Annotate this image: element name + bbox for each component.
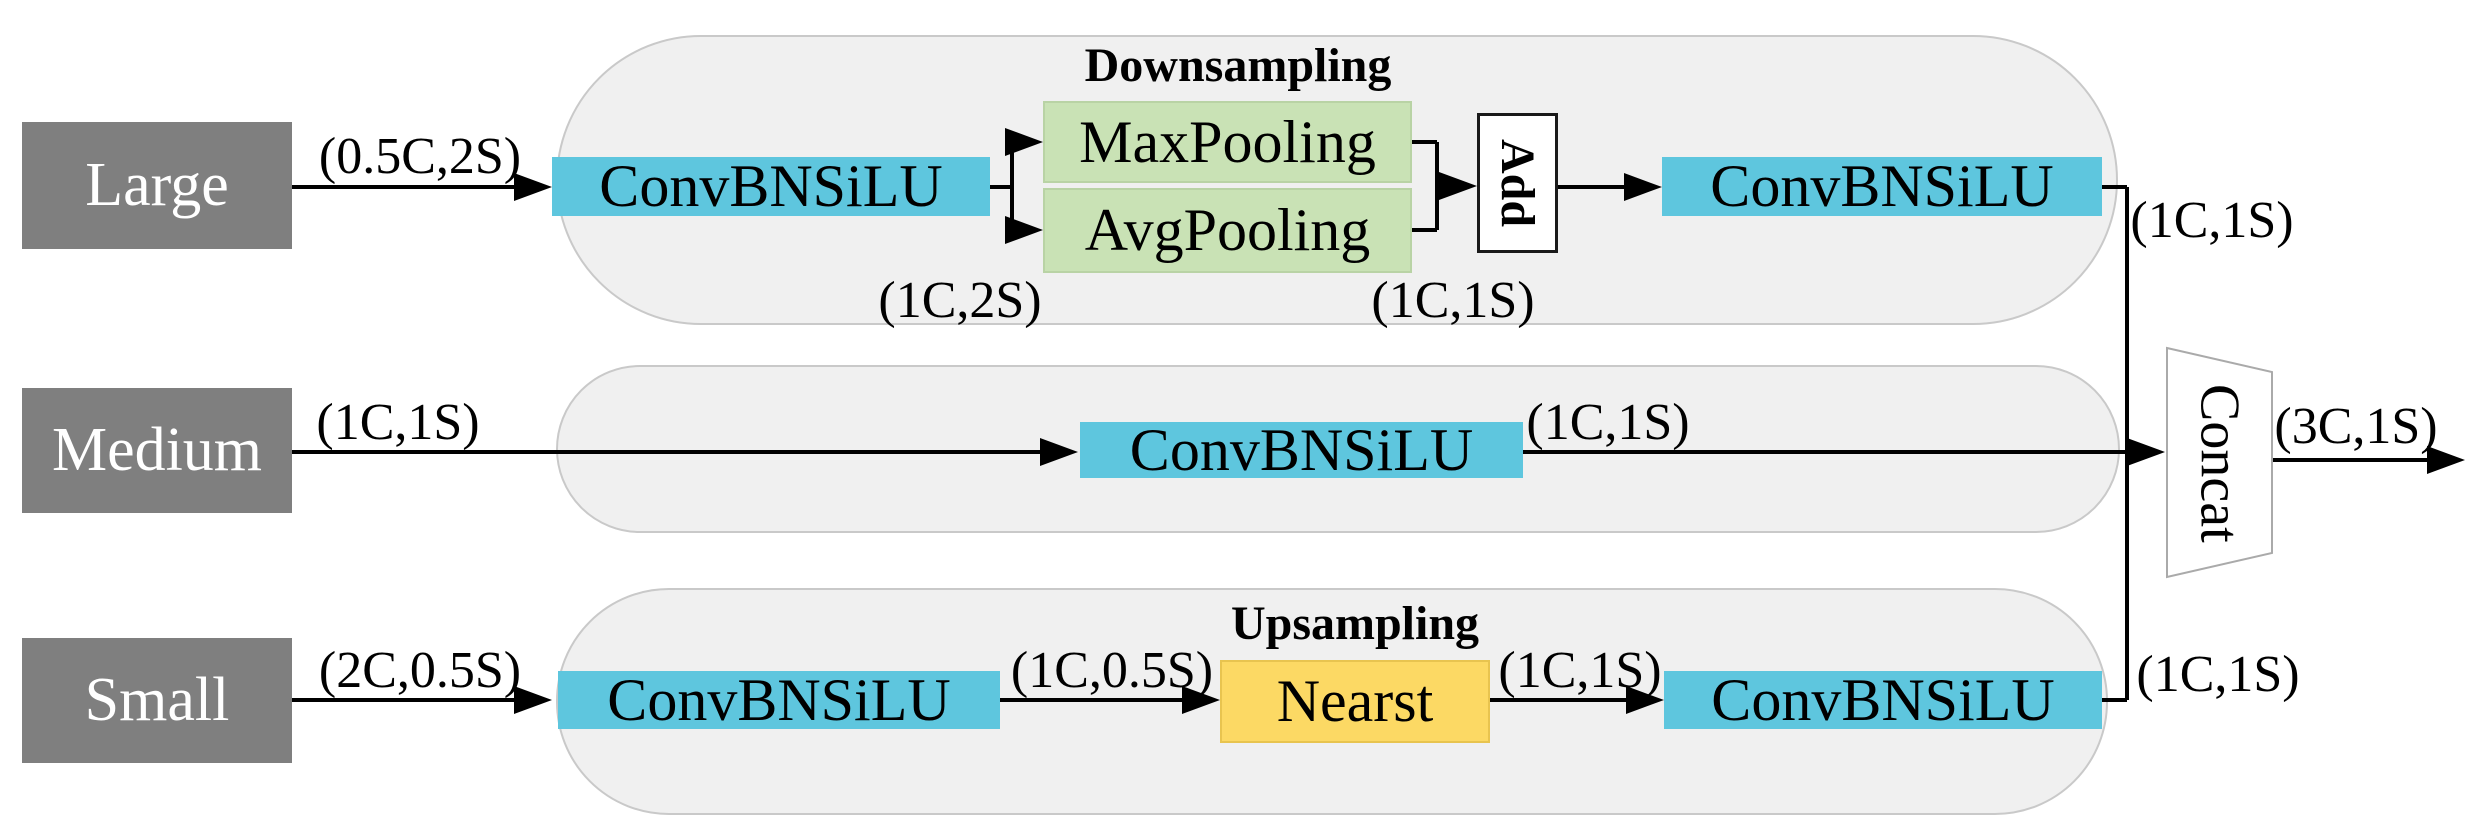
conv-small-1: ConvBNSiLU: [558, 667, 1000, 733]
arrowheads: [514, 128, 2465, 714]
conv-large-1-label: ConvBNSiLU: [599, 153, 943, 219]
source-small-label: Small: [84, 666, 230, 734]
source-large-label: Large: [85, 151, 229, 219]
conv-small-2-label: ConvBNSiLU: [1711, 666, 2055, 733]
add-block: Add: [1477, 113, 1558, 253]
label-medium-output: (1C,1S): [1526, 394, 1690, 451]
label-medium-input: (1C,1S): [316, 394, 480, 451]
avgpooling-block: AvgPooling: [1043, 188, 1412, 273]
label-small-input: (2C,0.5S): [318, 642, 522, 699]
source-medium-label: Medium: [51, 416, 263, 484]
source-small: Small: [22, 638, 292, 763]
branch-split-lines: [990, 140, 1015, 232]
branch-join-lines: [1412, 140, 1448, 232]
upsampling-title: Upsampling: [1230, 597, 1480, 650]
concat-trapezoid: [2166, 346, 2273, 579]
label-small-output: (1C,1S): [2136, 646, 2300, 703]
downsampling-title: Downsampling: [1084, 39, 1392, 92]
conv-large-2-label: ConvBNSiLU: [1710, 153, 2054, 219]
avgpooling-label: AvgPooling: [1084, 197, 1371, 263]
label-large-input: (0.5C,2S): [318, 128, 522, 185]
source-medium: Medium: [22, 388, 292, 513]
add-label: Add: [1491, 138, 1544, 228]
conv-small-1-label: ConvBNSiLU: [607, 666, 951, 733]
concat-label: Concat: [2188, 383, 2251, 543]
label-after-conv-large: (1C,2S): [878, 272, 1042, 329]
conv-large-1: ConvBNSiLU: [552, 153, 990, 219]
conv-medium-1-label: ConvBNSiLU: [1129, 416, 1474, 483]
label-after-nearst: (1C,1S): [1498, 642, 1662, 699]
label-concat-output: (3C,1S): [2274, 398, 2438, 455]
conv-large-2: ConvBNSiLU: [1662, 153, 2102, 219]
label-large-output: (1C,1S): [2130, 192, 2294, 249]
concat-block: Concat: [2167, 352, 2272, 574]
nearst-block: Nearst: [1220, 660, 1490, 743]
maxpooling-label: MaxPooling: [1079, 108, 1376, 175]
maxpooling-block: MaxPooling: [1043, 101, 1412, 183]
label-after-pool: (1C,1S): [1371, 272, 1535, 329]
source-large: Large: [22, 122, 292, 249]
label-after-conv-small: (1C,0.5S): [1010, 642, 1214, 699]
conv-medium-1: ConvBNSiLU: [1080, 417, 1523, 483]
nearst-label: Nearst: [1276, 668, 1434, 734]
conv-small-2: ConvBNSiLU: [1664, 667, 2102, 733]
